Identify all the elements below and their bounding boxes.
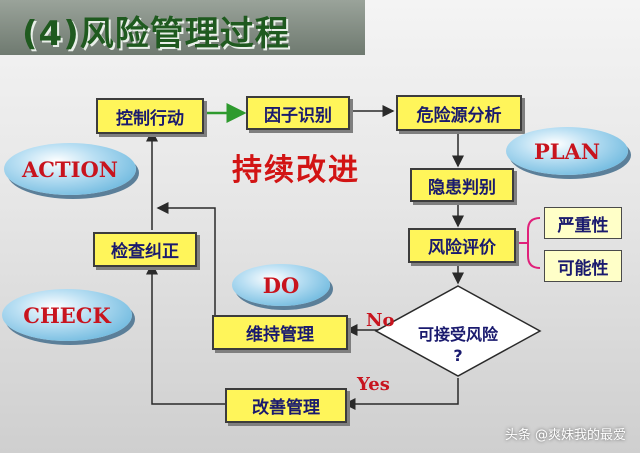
arrow-decision-improve [343, 378, 459, 410]
node-hazard-analysis[interactable]: 危险源分析 [396, 95, 522, 131]
node-control-action[interactable]: 控制行动 [96, 98, 204, 134]
phase-plan: PLAN [506, 127, 628, 175]
criteria-bracket [527, 217, 541, 269]
decision-label: 可接受风险 [398, 321, 518, 345]
phase-check: CHECK [2, 289, 132, 341]
node-factor-identification[interactable]: 因子识别 [246, 96, 350, 130]
node-risk-evaluation[interactable]: 风险评价 [408, 228, 516, 263]
branch-yes-label: Yes [357, 374, 390, 395]
decision-question-mark: ? [453, 346, 463, 365]
decision-diamond [374, 285, 542, 377]
criterion-severity: 严重性 [544, 207, 622, 239]
node-inspection-correction[interactable]: 检查纠正 [93, 232, 197, 267]
phase-do: DO [232, 264, 330, 306]
watermark: 头条 @爽妹我的最爱 [504, 428, 626, 443]
continuous-improvement-text: 持续改进 [232, 153, 360, 188]
criterion-possibility: 可能性 [544, 250, 622, 282]
node-hidden-danger[interactable]: 隐患判别 [410, 168, 514, 202]
node-maintain-management[interactable]: 维持管理 [212, 315, 348, 350]
arrow-improve-check [146, 262, 225, 405]
page-title: (4)风险管理过程 [22, 14, 290, 54]
phase-action: ACTION [4, 143, 136, 195]
decision-label-line1: 可接受风险 [417, 325, 498, 344]
branch-no-label: No [366, 310, 395, 331]
title-bar [0, 0, 365, 55]
node-improve-management[interactable]: 改善管理 [225, 388, 347, 423]
arrow-maintain-check [156, 202, 216, 330]
